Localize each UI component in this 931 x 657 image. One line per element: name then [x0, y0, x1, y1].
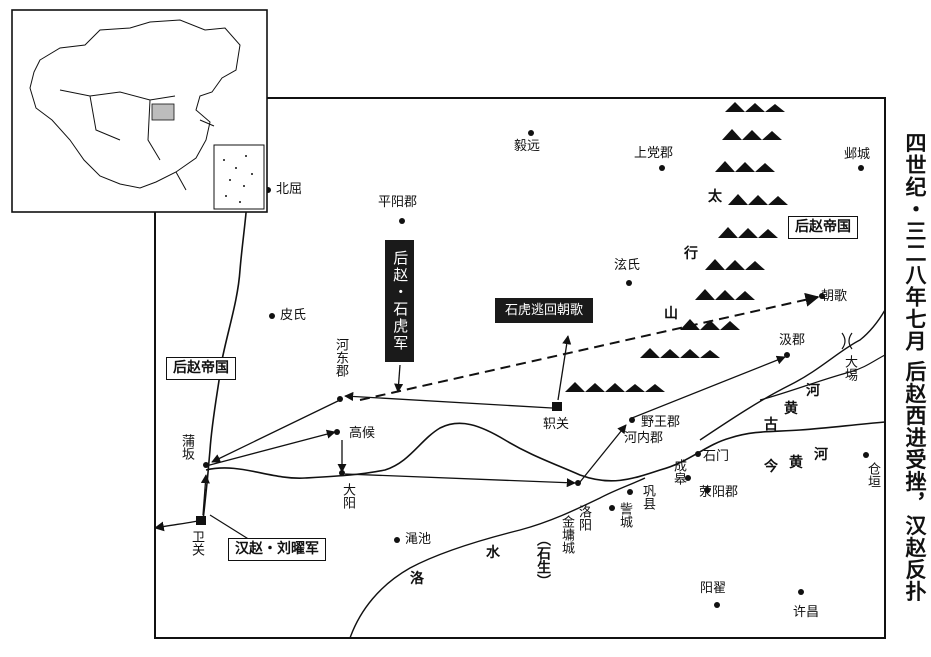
dadi-bridge	[841, 332, 853, 350]
place-hedong: 河东郡	[333, 338, 348, 377]
place-beiqu: 北屈	[276, 182, 303, 197]
place-dayang: 大阳	[340, 483, 355, 509]
houzhao-empire-ne: 后赵帝国	[788, 216, 858, 240]
place-jinyong: 金墉城	[559, 515, 574, 554]
yellow-river-current	[205, 421, 886, 482]
place-henei: 河内郡	[624, 431, 664, 446]
shihu-flee-label: 石虎逃回朝歌	[495, 298, 594, 323]
place-yecheng: 邺城	[844, 147, 871, 162]
luo-river	[349, 477, 646, 639]
place-luoyang: 洛阳	[576, 505, 591, 531]
place-yiyuan: 毅远	[514, 139, 541, 154]
mountain-char-1: 太	[708, 189, 722, 205]
houzhao-empire-w: 后赵帝国	[166, 357, 236, 381]
place-xingyang: 荥阳郡	[699, 485, 739, 500]
place-ji: 汲郡	[779, 333, 806, 348]
inset-islands	[223, 155, 253, 203]
inset-highlight	[151, 103, 175, 121]
place-xuanshi: 泫氏	[614, 258, 641, 273]
inset-south-sea	[213, 144, 265, 210]
liuyao-pointer	[209, 514, 251, 541]
place-yangzhai: 阳翟	[700, 581, 727, 596]
place-mianchi: 渑池	[405, 532, 432, 547]
place-dadi: 大埸	[842, 355, 857, 381]
new-river-char-1: 今	[764, 459, 778, 475]
place-gong: 巩县	[640, 484, 655, 510]
place-xuchang: 许昌	[793, 605, 820, 620]
map-frame	[154, 97, 886, 639]
old-river-char-2: 黄	[784, 401, 798, 417]
mountain-char-2: 行	[684, 246, 698, 262]
taihang-mountains	[565, 102, 788, 392]
place-zhaoge: 朝歌	[821, 289, 848, 304]
retreat-route	[359, 292, 820, 401]
place-pingyang: 平阳郡	[378, 195, 418, 210]
old-river-char-1: 古	[764, 417, 778, 433]
army-routes	[200, 335, 786, 516]
new-river-char-3: 河	[814, 447, 828, 463]
place-zhaocheng: 訾城	[617, 502, 632, 528]
place-gaohou: 高候	[349, 426, 376, 441]
luo-river-char-1: 洛	[410, 571, 424, 587]
shihu-army-label: 后赵・石虎军	[385, 240, 415, 362]
liuyao-army-label: 汉赵・刘曜军	[228, 538, 326, 562]
place-puban: 蒲坂	[179, 434, 194, 460]
fortress-markers	[196, 402, 562, 525]
place-yewang: 野王郡	[641, 415, 681, 430]
yellow-river-ancient	[699, 309, 886, 441]
place-pishi: 皮氏	[280, 308, 307, 323]
mountain-char-3: 山	[664, 306, 678, 322]
place-shimen: 石门	[703, 449, 730, 464]
new-river-char-2: 黄	[789, 455, 803, 471]
place-zhiguan: 轵关	[543, 417, 570, 432]
luo-river-char-2: 水	[486, 545, 500, 561]
place-shangdang: 上党郡	[634, 146, 674, 161]
place-weiguan: 卫关	[189, 530, 204, 556]
place-chenggao: 成皋	[671, 459, 686, 485]
place-cangyuan: 仓垣	[865, 462, 880, 488]
yellow-river-ancient-2	[759, 354, 886, 401]
inset-china-outline	[29, 19, 241, 191]
old-river-char-3: 河	[806, 383, 820, 399]
fen-river	[154, 519, 204, 532]
map-title: 四世纪・三二八年七月 后赵西进受挫，汉赵反扑	[903, 132, 927, 603]
shisheng-label: （石生）	[535, 532, 551, 588]
